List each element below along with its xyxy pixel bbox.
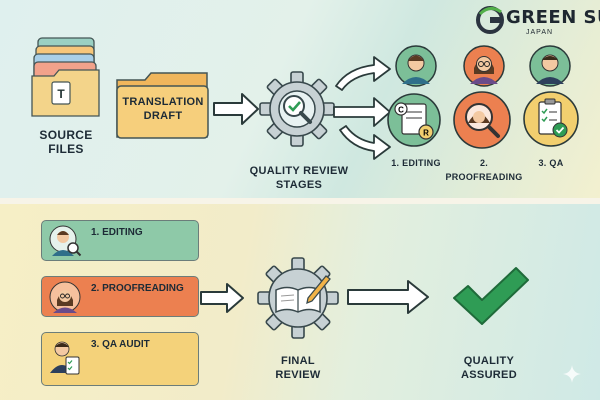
qa-checklist-icon [523, 91, 579, 147]
final-review-gear-icon [257, 257, 339, 339]
role-label-editing: 1. EDITING [391, 158, 441, 168]
brand-logo: GREEN SUN JAPAN [474, 2, 600, 42]
sparkle-icon [563, 365, 581, 383]
quality-review-label: QUALITY REVIEW STAGES [249, 165, 349, 191]
section-divider [0, 198, 600, 204]
bottom-panel: 1. EDITING 2. PROOFREADING 3. QA AUDIT [0, 204, 600, 400]
avatar-qa-icon [529, 45, 571, 87]
quality-assured-label: QUALITY ASSURED [461, 355, 517, 381]
checkmark-icon [453, 267, 529, 325]
proofreading-magnifier-icon [453, 91, 511, 149]
brand-name: GREEN SUN [506, 7, 600, 28]
avatar-proofreader-icon [463, 45, 505, 87]
arrow-right-icon [200, 283, 244, 313]
top-panel: GREEN SUN JAPAN T SOURCE FILES TRANSLATI… [0, 0, 600, 198]
arrow-right-icon [347, 280, 429, 314]
translation-draft-label: TRANSLATION DRAFT [122, 96, 204, 122]
brand-sub: JAPAN [526, 29, 554, 36]
source-files-label: SOURCE FILES [39, 128, 93, 156]
stage-card-qa-audit: 3. QA AUDIT [41, 332, 199, 386]
role-label-proofreading: 2. PROOFREADING [445, 158, 523, 182]
source-files-icon: T [31, 37, 100, 117]
svg-text:T: T [57, 87, 65, 101]
editor-avatar-icon [49, 225, 82, 257]
avatar-editor-icon [395, 45, 437, 87]
branch-arrows-icon [333, 56, 391, 160]
svg-text:C: C [398, 106, 404, 115]
sun-icon [476, 6, 504, 34]
stage-label-qa-audit: 3. QA AUDIT [91, 339, 150, 350]
editing-document-icon: C R [387, 93, 441, 147]
arrow-right-icon [213, 93, 259, 125]
quality-review-gear-icon [259, 71, 335, 147]
stage-label-proofreading: 2. PROOFREADING [91, 283, 184, 294]
translation-draft-folder-icon [116, 72, 209, 139]
qa-auditor-avatar-icon [50, 341, 80, 375]
final-review-label: FINAL REVIEW [275, 355, 321, 381]
stage-card-proofreading: 2. PROOFREADING [41, 276, 199, 317]
role-label-qa: 3. QA [538, 158, 564, 168]
stage-label-editing: 1. EDITING [91, 227, 143, 238]
svg-text:R: R [423, 129, 429, 138]
stage-card-editing: 1. EDITING [41, 220, 199, 261]
proofreader-avatar-icon [49, 281, 81, 313]
